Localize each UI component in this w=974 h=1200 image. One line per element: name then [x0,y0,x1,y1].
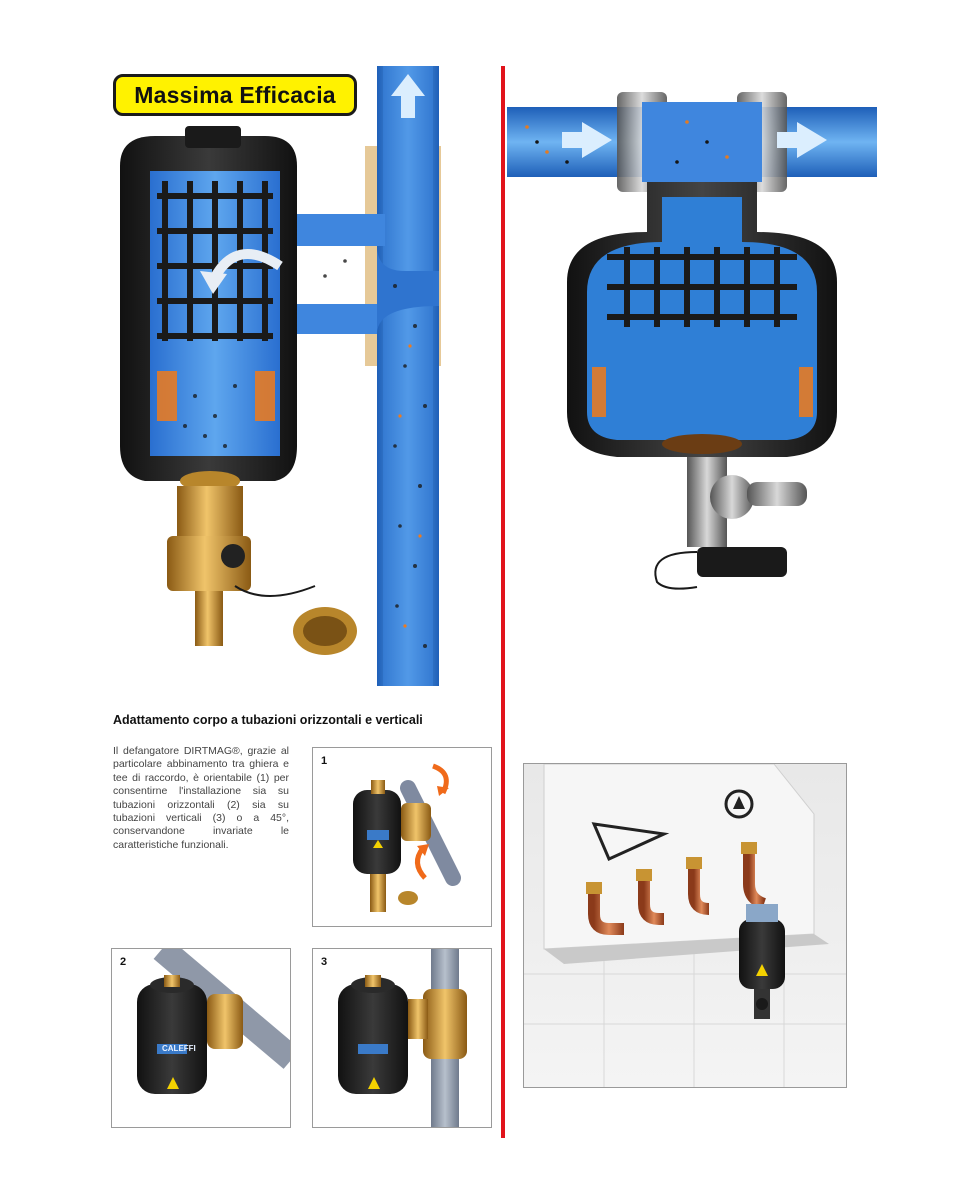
panel-rotatable: 1 [312,747,492,927]
brand-label: CALEFFI [162,1044,196,1053]
horizontal-pipe-installation-illustration: CALEFFI [137,949,290,1094]
section-title: Adattamento corpo a tubazioni orizzontal… [113,713,423,727]
cutaway-illustration-vertical [115,66,441,686]
panel-horizontal-pipe: 2 CALEFFI [111,948,291,1128]
vertical-pipe-installation-illustration [338,949,467,1127]
panel-vertical-pipe: 3 [312,948,492,1128]
cutaway-illustration-horizontal [507,82,877,602]
page-divider [501,66,505,1138]
boiler-installation-illustration [524,764,846,1087]
panel-number: 3 [321,956,328,968]
description-text: Il defangatore DIRTMAG®, grazie al parti… [113,745,289,851]
headline-badge: Massima Efficacia [113,74,357,116]
boiler-installation-image [523,763,847,1088]
panel-number: 2 [120,956,127,968]
panel-number: 1 [321,755,328,767]
rotatable-filter-illustration [353,763,461,912]
